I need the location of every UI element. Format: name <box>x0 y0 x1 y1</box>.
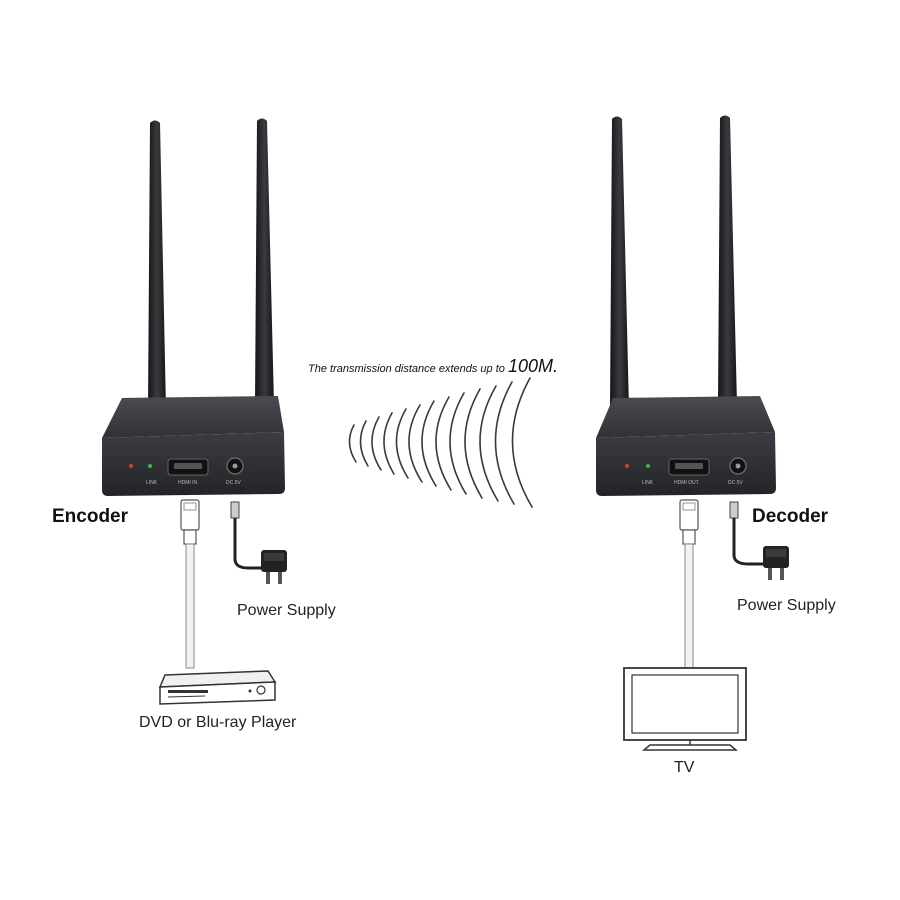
dvd-player-label: DVD or Blu-ray Player <box>139 714 297 731</box>
encoder-power-supply-label: Power Supply <box>237 602 336 619</box>
port-label-hdmi: HDMI IN <box>178 480 198 486</box>
decoder-label: Decoder <box>752 506 829 527</box>
antenna-right <box>255 118 274 405</box>
led-link <box>646 464 650 468</box>
port-label-link: LINK <box>146 480 158 486</box>
transmission-distance-note: The transmission distance extends up to … <box>308 356 558 377</box>
encoder-top <box>102 396 284 438</box>
decoder-power-supply-label: Power Supply <box>737 597 836 614</box>
antenna-right <box>718 115 737 405</box>
hdmi-cable-encoder <box>180 499 200 669</box>
dvd-player-icon <box>158 670 277 705</box>
port-label-hdmi: HDMI OUT <box>674 480 699 486</box>
tv-label: TV <box>674 759 695 776</box>
led-power <box>129 464 133 468</box>
power-cable-encoder <box>230 501 287 584</box>
antenna-left <box>148 120 166 410</box>
tv-icon <box>623 667 747 751</box>
wireless-signal-waves <box>348 377 533 508</box>
decoder-top <box>596 396 775 438</box>
led-link <box>148 464 152 468</box>
power-cable-decoder <box>729 501 789 580</box>
decoder-unit: LINK HDMI OUT DC 5V <box>596 115 789 751</box>
port-label-dc: DC 5V <box>728 480 743 486</box>
port-label-dc: DC 5V <box>226 480 241 486</box>
transmission-text: The transmission distance extends up to <box>308 363 505 375</box>
hdmi-cable-decoder <box>679 499 699 671</box>
encoder-unit: LINK HDMI IN DC 5V <box>102 118 287 705</box>
encoder-label: Encoder <box>52 506 129 527</box>
led-power <box>625 464 629 468</box>
port-label-link: LINK <box>642 480 654 486</box>
transmission-distance-value: 100M. <box>507 356 558 376</box>
antenna-left <box>610 116 629 410</box>
